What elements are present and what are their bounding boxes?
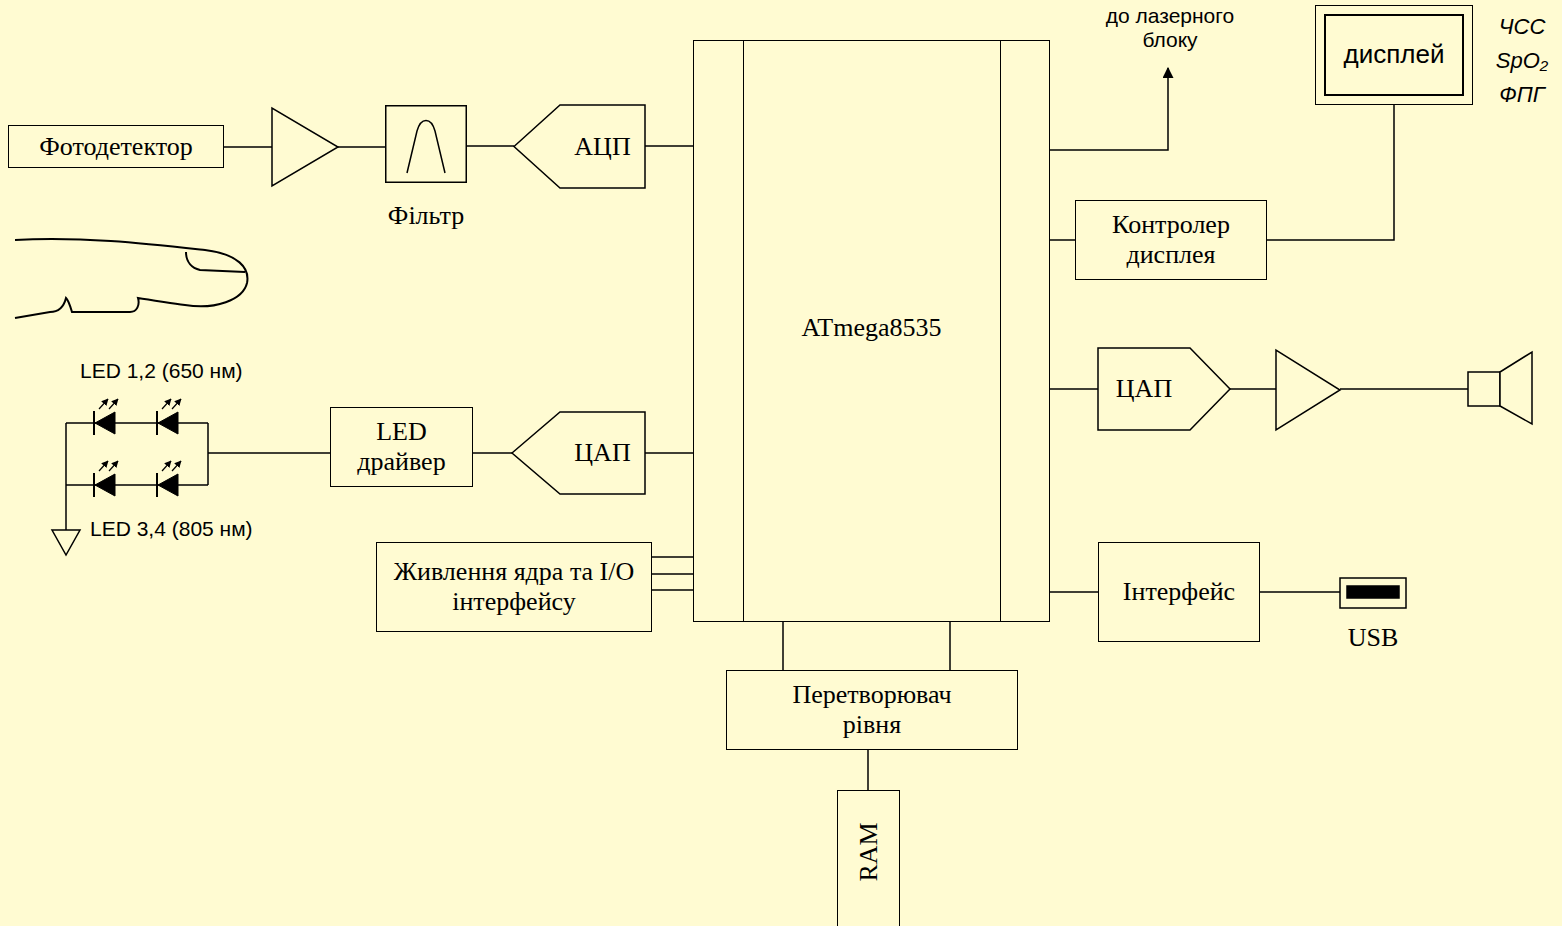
emission-arrow bbox=[172, 461, 181, 471]
diode-bar bbox=[93, 411, 95, 435]
diode-bar bbox=[93, 473, 95, 497]
microcontroller: ATmega8535 bbox=[693, 40, 1050, 622]
level-shifter: Перетворювач рівня bbox=[726, 670, 1018, 750]
bandpass-symbol bbox=[407, 121, 445, 174]
sensor-box: Фотодетектор bbox=[8, 125, 224, 168]
node-text: LED драйвер bbox=[331, 417, 472, 477]
node-text: дисплей bbox=[1344, 40, 1445, 70]
node-text: Контролер дисплея bbox=[1076, 210, 1266, 270]
power-supply: Живлення ядра та I/O інтерфейсу bbox=[376, 542, 652, 632]
connector-line bbox=[782, 622, 784, 670]
laser-output-line bbox=[1050, 68, 1168, 150]
amplifier-symbol bbox=[272, 108, 338, 186]
node-text: АЦП bbox=[574, 132, 630, 162]
node-text: Фільтр bbox=[388, 201, 464, 231]
filter-outline bbox=[386, 106, 467, 183]
audio-output bbox=[1230, 350, 1532, 430]
connector-line bbox=[645, 145, 693, 147]
connector-line bbox=[467, 145, 514, 147]
led-diodes bbox=[94, 399, 181, 497]
node-text: ЦАП bbox=[574, 438, 630, 468]
block-outline bbox=[512, 412, 645, 494]
diode-symbol bbox=[158, 412, 178, 434]
diode-symbol bbox=[158, 474, 178, 496]
connector-line bbox=[645, 452, 693, 454]
connector-line bbox=[652, 556, 693, 558]
connector-line bbox=[652, 589, 693, 591]
connector-line bbox=[1050, 239, 1075, 241]
fingernail bbox=[186, 252, 245, 272]
diode-bar bbox=[156, 411, 158, 435]
block-outline bbox=[1098, 348, 1230, 430]
node-text: ATmega8535 bbox=[801, 313, 941, 343]
filter-block: Фільтр bbox=[385, 105, 467, 183]
interface-block: Інтерфейс bbox=[1098, 542, 1260, 642]
connector-line bbox=[1050, 591, 1098, 593]
led-label: LED 1,2 (650 нм) bbox=[80, 358, 243, 383]
measurement-label: SpO₂ bbox=[1496, 48, 1548, 74]
node-text: Живлення ядра та I/O інтерфейсу bbox=[377, 557, 651, 617]
ram-block: RAM bbox=[837, 790, 900, 926]
dac-block: ЦАП bbox=[1098, 348, 1230, 430]
connector-line bbox=[1050, 388, 1098, 390]
led-label: LED 3,4 (805 нм) bbox=[90, 516, 253, 541]
emission-arrow bbox=[99, 461, 108, 471]
node-text: Фотодетектор bbox=[39, 132, 192, 162]
node-text: Перетворювач рівня bbox=[772, 680, 972, 740]
block-outline bbox=[514, 105, 645, 188]
divider-line bbox=[1000, 41, 1001, 621]
emission-arrow bbox=[109, 461, 118, 471]
led-driver: LED драйвер bbox=[330, 407, 473, 487]
port-label: USB bbox=[1348, 622, 1399, 653]
shape-outline bbox=[385, 105, 467, 183]
emission-arrow bbox=[162, 461, 171, 471]
led-array bbox=[52, 423, 337, 555]
diode-symbol bbox=[95, 474, 115, 496]
connector-line bbox=[1267, 105, 1394, 240]
display-block: дисплей bbox=[1315, 5, 1473, 105]
connector-line bbox=[652, 573, 693, 575]
diode-symbol bbox=[95, 412, 115, 434]
adc-block: АЦП bbox=[514, 105, 645, 188]
measurement-label: ФПГ bbox=[1499, 82, 1544, 108]
display-controller: Контролер дисплея bbox=[1075, 200, 1267, 280]
node-text: Інтерфейс bbox=[1123, 577, 1235, 607]
measurement-label: ЧСС bbox=[1499, 14, 1546, 40]
connector-line bbox=[867, 750, 869, 790]
emission-arrow bbox=[99, 399, 108, 409]
diode-bar bbox=[156, 473, 158, 497]
signal-label: до лазерного блоку bbox=[1085, 4, 1255, 52]
dac-block: ЦАП bbox=[512, 412, 645, 494]
connector-line bbox=[473, 452, 512, 454]
finger-outline bbox=[15, 239, 247, 318]
connector-line bbox=[949, 622, 951, 670]
emission-arrow bbox=[172, 399, 181, 409]
node-text: ЦАП bbox=[1116, 374, 1172, 404]
divider-line bbox=[743, 41, 744, 621]
node-text: RAM bbox=[854, 822, 884, 881]
emission-arrow bbox=[162, 399, 171, 409]
usb-connector bbox=[1260, 578, 1406, 608]
emission-arrow bbox=[109, 399, 118, 409]
